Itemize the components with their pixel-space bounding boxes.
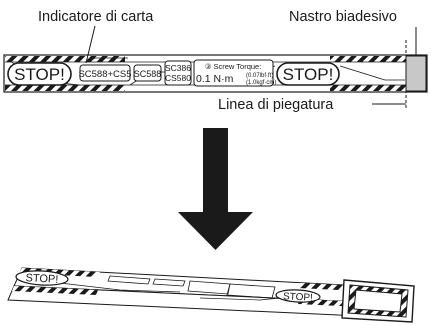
stop-right-text: STOP! <box>283 65 334 84</box>
paper-indicator-label: Indicatore di carta <box>38 9 154 25</box>
paper-indicator-leader <box>85 25 96 64</box>
folded-strip: STOP! STOP! <box>7 267 415 323</box>
model-c1-text: SC386 <box>165 63 191 73</box>
folded-stop-right-badge <box>275 289 321 303</box>
model-b-box <box>133 64 162 82</box>
label-strip: STOP! SC588+CS5 SC588 SC386 CS580 ③ Scre… <box>3 54 428 93</box>
model-b-text: SC588 <box>134 69 162 79</box>
model-a-text: SC588+CS5 <box>78 69 131 80</box>
torque-box <box>193 59 274 87</box>
stop-left-text: STOP! <box>14 65 65 84</box>
down-arrow-icon <box>178 128 253 250</box>
fold-line-label: Linea di piegatura <box>218 97 334 113</box>
folded-stop-right-text: STOP! <box>283 291 313 304</box>
folded-stop-left-text: STOP! <box>25 272 58 286</box>
torque-value: 0.1 N·m <box>196 73 234 85</box>
double-tape-label: Nastro biadesivo <box>289 9 397 25</box>
double-tape-area <box>405 55 427 92</box>
model-c2-text: CS580 <box>165 73 191 83</box>
model-a-box <box>79 64 131 82</box>
stop-left-badge <box>7 62 72 86</box>
model-c-box <box>164 60 192 86</box>
torque-alt1: (0.07lbf·ft) <box>246 73 273 79</box>
folded-stop-left-badge <box>15 270 69 286</box>
torque-title: ③ Screw Torque: <box>205 62 262 71</box>
torque-alt2: (1.0kgf·cm) <box>246 80 276 86</box>
stop-right-badge <box>276 62 340 86</box>
